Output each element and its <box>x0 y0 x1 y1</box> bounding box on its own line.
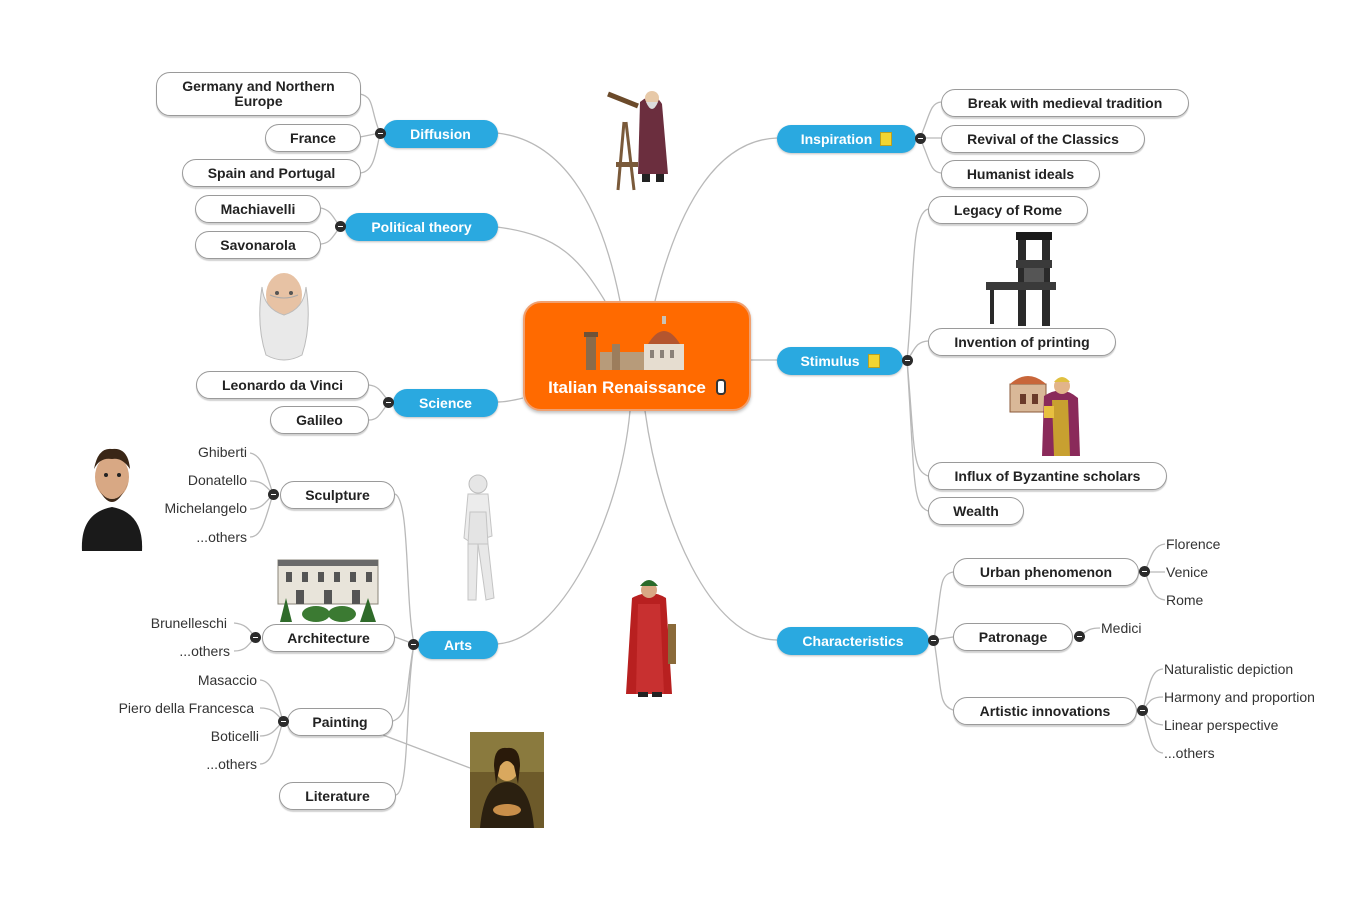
subtopic-literature[interactable]: Literature <box>279 782 396 810</box>
subtopic-legacy-of-rome[interactable]: Legacy of Rome <box>928 196 1088 224</box>
topic-inspiration[interactable]: Inspiration <box>777 125 916 153</box>
collapse-toggle[interactable] <box>928 635 939 646</box>
subtopic-wealth[interactable]: Wealth <box>928 497 1024 525</box>
leaf-linear-perspective[interactable]: Linear perspective <box>1164 717 1279 733</box>
leaf-donatello[interactable]: Donatello <box>187 472 247 488</box>
leaf-medici[interactable]: Medici <box>1101 620 1142 636</box>
subtopic-machiavelli[interactable]: Machiavelli <box>195 195 321 223</box>
leaf-michelangelo[interactable]: Michelangelo <box>164 500 248 516</box>
note-icon[interactable] <box>867 354 880 368</box>
subtopic-painting[interactable]: Painting <box>287 708 393 736</box>
subtopic-artistic-innovations[interactable]: Artistic innovations <box>953 697 1137 725</box>
leaf-others[interactable]: ...others <box>179 643 230 659</box>
note-icon[interactable] <box>880 132 893 146</box>
mona-lisa-icon <box>470 732 544 828</box>
collapse-toggle[interactable] <box>408 639 419 650</box>
subtopic-leonardo-da-vinci[interactable]: Leonardo da Vinci <box>196 371 369 399</box>
subtopic-patronage[interactable]: Patronage <box>953 623 1073 651</box>
leaf-masaccio[interactable]: Masaccio <box>197 672 257 688</box>
topic-stimulus[interactable]: Stimulus <box>777 347 903 375</box>
collapse-toggle[interactable] <box>383 397 394 408</box>
subtopic-invention-of-printing[interactable]: Invention of printing <box>928 328 1116 356</box>
subtopic-humanist-ideals[interactable]: Humanist ideals <box>941 160 1100 188</box>
dante-figure-icon <box>626 580 676 697</box>
florence-skyline-icon <box>584 316 684 370</box>
printing-press-icon <box>986 232 1056 326</box>
collapse-toggle[interactable] <box>915 133 926 144</box>
collapse-toggle[interactable] <box>278 716 289 727</box>
collapse-toggle[interactable] <box>1074 631 1085 642</box>
leaf-others[interactable]: ...others <box>206 756 257 772</box>
collapse-toggle[interactable] <box>902 355 913 366</box>
subtopic-influx-of-byzantine-scholars[interactable]: Influx of Byzantine scholars <box>928 462 1167 490</box>
subtopic-galileo[interactable]: Galileo <box>270 406 369 434</box>
subtopic-germany-and-northern-europe[interactable]: Germany and Northern Europe <box>156 72 361 116</box>
leaf-others[interactable]: ...others <box>1164 745 1215 761</box>
leaf-ghiberti[interactable]: Ghiberti <box>197 444 247 460</box>
collapse-toggle[interactable] <box>1137 705 1148 716</box>
subtopic-revival-of-the-classics[interactable]: Revival of the Classics <box>941 125 1145 153</box>
paperclip-icon[interactable] <box>715 379 726 395</box>
collapse-toggle[interactable] <box>335 221 346 232</box>
topic-diffusion[interactable]: Diffusion <box>383 120 498 148</box>
leaf-brunelleschi[interactable]: Brunelleschi <box>150 615 227 631</box>
leaf-venice[interactable]: Venice <box>1166 564 1209 580</box>
subtopic-sculpture[interactable]: Sculpture <box>280 481 395 509</box>
leaf-others[interactable]: ...others <box>196 529 247 545</box>
collapse-toggle[interactable] <box>250 632 261 643</box>
leaf-harmony-and-proportion[interactable]: Harmony and proportion <box>1164 689 1315 705</box>
topic-arts[interactable]: Arts <box>418 631 498 659</box>
leaf-boticelli[interactable]: Boticelli <box>210 728 259 744</box>
subtopic-spain-and-portugal[interactable]: Spain and Portugal <box>182 159 361 187</box>
subtopic-savonarola[interactable]: Savonarola <box>195 231 321 259</box>
collapse-toggle[interactable] <box>268 489 279 500</box>
leaf-piero-della-francesca[interactable]: Piero della Francesca <box>118 700 254 716</box>
subtopic-architecture[interactable]: Architecture <box>262 624 395 652</box>
collapse-toggle[interactable] <box>375 128 386 139</box>
leonardo-portrait-icon <box>259 273 309 361</box>
byzantine-scholar-icon <box>1009 376 1080 456</box>
topic-science[interactable]: Science <box>393 389 498 417</box>
subtopic-break-with-medieval-tradition[interactable]: Break with medieval tradition <box>941 89 1189 117</box>
leaf-rome[interactable]: Rome <box>1166 592 1204 608</box>
topic-characteristics[interactable]: Characteristics <box>777 627 929 655</box>
palazzo-icon <box>277 559 379 622</box>
leaf-naturalistic-depiction[interactable]: Naturalistic depiction <box>1164 661 1294 677</box>
subtopic-urban-phenomenon[interactable]: Urban phenomenon <box>953 558 1139 586</box>
collapse-toggle[interactable] <box>1139 566 1150 577</box>
michelangelo-portrait-icon <box>81 448 143 551</box>
leaf-florence[interactable]: Florence <box>1166 536 1221 552</box>
central-topic-label: Italian Renaissance <box>548 378 706 397</box>
central-topic[interactable]: Italian Renaissance <box>523 301 751 411</box>
galileo-telescope-icon <box>607 91 668 191</box>
subtopic-france[interactable]: France <box>265 124 361 152</box>
david-statue-icon <box>463 474 495 601</box>
topic-political-theory[interactable]: Political theory <box>345 213 498 241</box>
